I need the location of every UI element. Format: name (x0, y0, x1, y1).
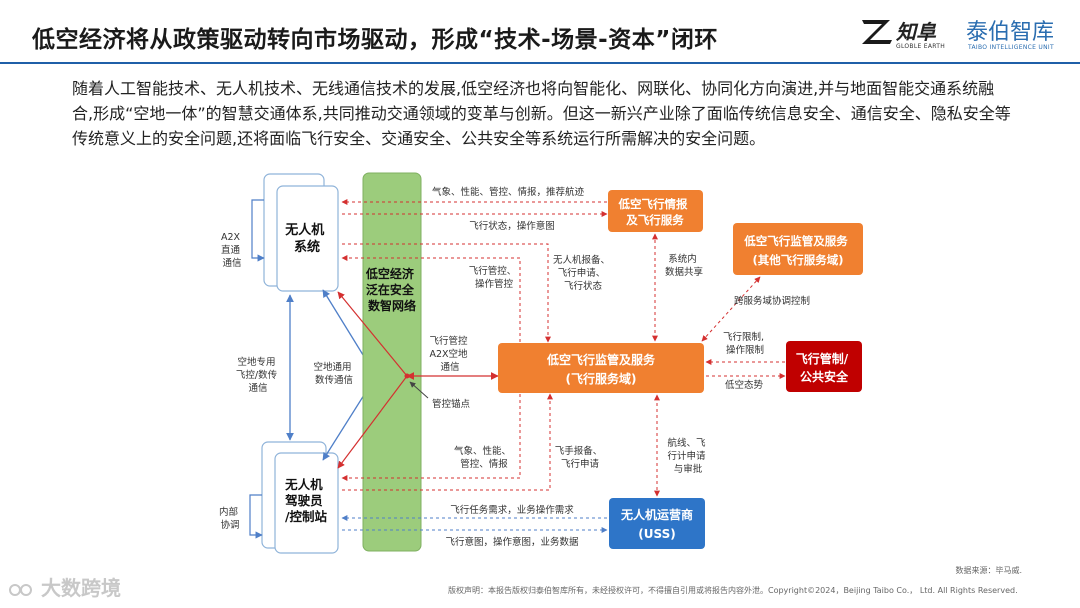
uav-system-node: 无人机 系统 (263, 173, 339, 292)
data-source: 数据来源：毕马威. (955, 566, 1022, 575)
copyright-footer: 版权声明：本报告版权归泰伯智库所有，未经授权许可，不得擅自引用或将报告内容外泄。… (448, 586, 1018, 595)
ground-dedicated-label: 空地专用 飞控/数传 通信 (236, 356, 280, 394)
main-service-sublabel: (飞行服务域) (566, 371, 637, 386)
uav-report-arrow (342, 243, 551, 343)
uav-report-label: 无人机报备、 飞行申请、 飞行状态 (553, 254, 613, 292)
zhizhuo-logo-name: 知阜 (896, 20, 936, 44)
zhizhuo-logo: 知阜 GLOBLE EARTH (860, 14, 960, 54)
cross-domain-label: 跨服务域协调控制 (734, 295, 810, 307)
page-title: 低空经济将从政策驱动转向市场驱动，形成“技术-场景-资本”闭环 (32, 27, 718, 53)
uav-pilot-label: 无人机 驾驶员 /控制站 (284, 477, 327, 524)
a2x-loop-arrow (251, 199, 265, 262)
cross-domain-arrow (701, 276, 761, 342)
ground-general-label: 空地通用 数传通信 (313, 361, 354, 386)
route-plan-label: 航线、飞 行计申请 与审批 (667, 437, 708, 475)
uss-node (609, 498, 705, 549)
uav-system-label: 无人机 系统 (284, 222, 329, 255)
network-bar (362, 172, 422, 552)
taibo-logo-name: 泰伯智库 (966, 20, 1055, 45)
uss-sublabel: (USS) (638, 527, 675, 541)
anchor-to-uav-arrow (337, 291, 408, 377)
anchor-to-pilot-arrow (337, 375, 408, 469)
intro-paragraph: 随着人工智能技术、无人机技术、无线通信技术的发展,低空经济也将向智能化、网联化、… (72, 79, 1011, 148)
title-divider (0, 62, 1080, 64)
zhizhuo-logo-mark (862, 20, 892, 44)
uav-pilot-node: 无人机 驾驶员 /控制站 (261, 441, 339, 554)
anchor-label: 管控锚点 (432, 398, 471, 410)
internal-loop-arrow (249, 494, 263, 539)
info-service-node (608, 190, 703, 232)
info-service-label: 低空飞行情报 及飞行服务 (617, 197, 691, 227)
flight-mgmt-arrow (341, 255, 521, 342)
intent-data-label: 飞行意图，操作意图，业务数据 (445, 536, 579, 548)
zhizhuo-logo-sub: GLOBLE EARTH (896, 43, 946, 50)
other-service-node (733, 223, 863, 275)
pilot-report-arrow (342, 393, 553, 491)
flight-status-top-label: 飞行状态，操作意图 (469, 220, 555, 232)
pilot-report-label: 飞手报备、 飞行申请 (555, 445, 606, 470)
taibo-logo-sub: TAIBO INTELLIGENCE UNIT (968, 44, 1054, 51)
weather-bottom-arrow (341, 394, 521, 481)
taibo-logo: 泰伯智库 TAIBO INTELLIGENCE UNIT (966, 14, 1066, 54)
weather-top-label: 气象、性能、管控、情报，推荐航迹 (432, 186, 585, 198)
watermark-text: 大数跨境 (40, 576, 121, 600)
main-service-node (498, 343, 704, 393)
task-demand-label: 飞行任务需求，业务操作需求 (450, 504, 574, 516)
main-service-label: 低空飞行监管及服务 (546, 352, 656, 367)
flight-limit-label: 飞行限制, 操作限制 (723, 331, 767, 356)
control-node (786, 341, 862, 392)
a2x-label: A2X 直通 通信 (221, 232, 243, 269)
weather-bottom-label: 气象、性能、 管控、情报 (454, 445, 514, 470)
control-label: 飞行管制/ 公共安全 (796, 351, 853, 384)
data-share-label: 系统内 数据共享 (665, 253, 703, 278)
watermark-icon (9, 583, 32, 596)
network-label: 低空经济 泛在安全 数智网络 (365, 266, 418, 313)
watermark: 大数跨境 (8, 572, 121, 601)
flight-mgmt-label: 飞行管控、 操作管控 (469, 265, 520, 290)
anchor-pointer (409, 381, 429, 399)
situation-label: 低空态势 (725, 379, 764, 391)
uss-label: 无人机运营商 (620, 507, 693, 522)
a2x-airground-label: 飞行管控 A2X空地 通信 (429, 335, 470, 373)
internal-label: 内部 协调 (219, 506, 241, 531)
other-service-label: 低空飞行监管及服务 (其他飞行服务域) (743, 234, 852, 267)
